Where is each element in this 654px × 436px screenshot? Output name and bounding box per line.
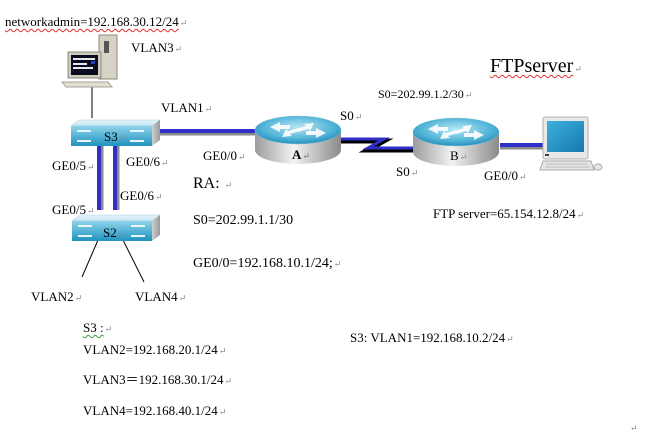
paragraph-mark: ↵: [174, 44, 183, 54]
ra-config-title: RA: ↵: [193, 175, 232, 194]
switch-s3-label: S3↵: [104, 129, 126, 146]
paragraph-mark: ↵: [410, 168, 419, 178]
paragraph-mark: ↵: [224, 376, 233, 386]
router-a-ge00-text: GE0/0: [203, 148, 237, 163]
s3-vlan3-config: VLAN3＝192.168.30.1/24↵: [83, 372, 232, 389]
vlan4-label: VLAN4↵: [135, 289, 186, 306]
router-a-icon: [254, 115, 342, 164]
s3-vlan1-config: S3: VLAN1=192.168.10.2/24↵: [350, 330, 514, 347]
networkadmin-text: networkadmin=192.168.30.12/24: [5, 14, 179, 29]
vlan2-label: VLAN2↵: [31, 289, 82, 306]
paragraph-mark: ↵: [154, 192, 163, 202]
s3-ge05-text: GE0/5: [52, 158, 86, 173]
router-b-s0-ip-label: S0=202.99.1.2/30↵: [378, 87, 472, 103]
ra-ge00-config: GE0/0=192.168.10.1/24;↵: [193, 256, 341, 272]
link-serial-a-b: [340, 137, 414, 153]
s3-ge06-text: GE0/6: [126, 154, 160, 169]
paragraph-mark: ↵: [518, 172, 527, 182]
s3-ge05-label: GE0/5↵: [52, 158, 95, 175]
vlan3-label: VLAN3↵: [131, 40, 182, 57]
s3-vlan4-config: VLAN4=192.168.40.1/24↵: [83, 403, 226, 420]
switch-s2-text: S2: [103, 225, 117, 240]
vlan1-label: VLAN1↵: [161, 100, 212, 117]
paragraph-mark: ↵: [204, 104, 213, 114]
paragraph-mark: ↵: [630, 423, 638, 433]
s3-vlan2-config: VLAN2=192.168.20.1/24↵: [83, 342, 226, 359]
router-a-s0-label: S0↵: [340, 108, 362, 125]
paragraph-mark: ↵: [224, 180, 233, 190]
ftpserver-title-text: FTPserver: [490, 55, 574, 77]
link-s2-vlan2: [81, 239, 99, 278]
s2-ge06-text: GE0/6: [120, 188, 154, 203]
router-b-text: B: [450, 148, 459, 163]
ftp-server-ip-label: FTP server=65.154.12.8/24↵: [433, 206, 584, 223]
switch-s3-text: S3: [104, 129, 118, 144]
paragraph-mark: ↵: [86, 162, 95, 172]
paragraph-mark: ↵: [574, 64, 582, 74]
paragraph-mark: ↵: [218, 407, 227, 417]
paragraph-mark: ↵: [117, 229, 126, 239]
vlan1-text: VLAN1: [161, 100, 204, 115]
paragraph-mark: ↵: [178, 293, 187, 303]
s3-vlan2-config-text: VLAN2=192.168.20.1/24: [83, 342, 218, 357]
link-b-ftp: [500, 143, 545, 150]
link-s3-s2-ge06: [113, 146, 120, 210]
s3-vlan1-config-text: S3: VLAN1=192.168.10.2/24: [350, 330, 506, 345]
ra-config-title-text: RA:: [193, 175, 220, 192]
paragraph-mark: ↵: [104, 324, 113, 334]
paragraph-mark: ↵: [459, 152, 468, 162]
router-b-s0-text: S0: [396, 164, 410, 179]
router-b-label: B↵: [450, 148, 467, 165]
router-b-s0-ip-text: S0=202.99.1.2/30: [378, 87, 464, 101]
paragraph-mark: ↵: [576, 210, 585, 220]
s2-ge05-text: GE0/5: [52, 202, 86, 217]
link-s3-router-a: [160, 129, 258, 136]
paragraph-mark: ↵: [74, 293, 83, 303]
router-a-text: A: [292, 147, 302, 162]
paragraph-mark: ↵: [218, 346, 227, 356]
paragraph-mark: ↵: [160, 158, 169, 168]
switch-s2-icon: [71, 214, 161, 241]
switch-s2-label: S2↵: [103, 225, 125, 242]
ra-ge00-config-text: GE0/0=192.168.10.1/24;: [193, 256, 333, 271]
s2-ge06-label: GE0/6↵: [120, 188, 163, 205]
s3-ge06-label: GE0/6↵: [126, 154, 169, 171]
admin-pc-icon: [60, 34, 118, 88]
router-b-icon: [412, 117, 500, 166]
vlan2-text: VLAN2: [31, 289, 74, 304]
paragraph-mark: ↵: [86, 206, 95, 216]
router-b-ge00-text: GE0/0: [484, 168, 518, 183]
paragraph-mark: ↵: [179, 18, 188, 28]
paragraph-mark: ↵: [118, 133, 127, 143]
link-s3-s2-ge05: [97, 146, 104, 210]
ftp-server-ip-text: FTP server=65.154.12.8/24: [433, 206, 576, 221]
paragraph-mark: ↵: [464, 90, 473, 100]
paragraph-mark: ↵: [506, 334, 514, 344]
ra-s0-config-text: S0=202.99.1.1/30: [193, 213, 294, 228]
end-paragraph-mark: ↵: [629, 419, 638, 436]
router-a-s0-text: S0: [340, 108, 354, 123]
s3-config-title: S3 :↵: [83, 320, 112, 337]
s3-vlan4-config-text: VLAN4=192.168.40.1/24: [83, 403, 218, 418]
paragraph-mark: ↵: [302, 151, 310, 161]
router-b-s0-label: S0↵: [396, 164, 418, 181]
s2-ge05-label: GE0/5↵: [52, 202, 95, 219]
switch-s3-icon: [70, 119, 161, 146]
paragraph-mark: ↵: [333, 259, 342, 269]
paragraph-mark: ↵: [354, 112, 363, 122]
s3-vlan3-config-text: VLAN3＝192.168.30.1/24: [83, 372, 224, 387]
vlan3-text: VLAN3: [131, 40, 174, 55]
ra-s0-config: S0=202.99.1.1/30: [193, 213, 293, 229]
router-a-label: A↵: [292, 147, 310, 164]
ftpserver-title: FTPserver↵: [490, 55, 582, 80]
vlan4-text: VLAN4: [135, 289, 178, 304]
s3-config-title-text: S3 :: [83, 320, 104, 335]
router-b-ge00-label: GE0/0↵: [484, 168, 527, 185]
link-s2-vlan4: [122, 239, 145, 283]
paragraph-mark: ↵: [237, 152, 246, 162]
ftp-server-pc-icon: [539, 116, 603, 171]
router-a-ge00-label: GE0/0↵: [203, 148, 246, 165]
networkadmin-label: networkadmin=192.168.30.12/24↵: [5, 14, 187, 31]
